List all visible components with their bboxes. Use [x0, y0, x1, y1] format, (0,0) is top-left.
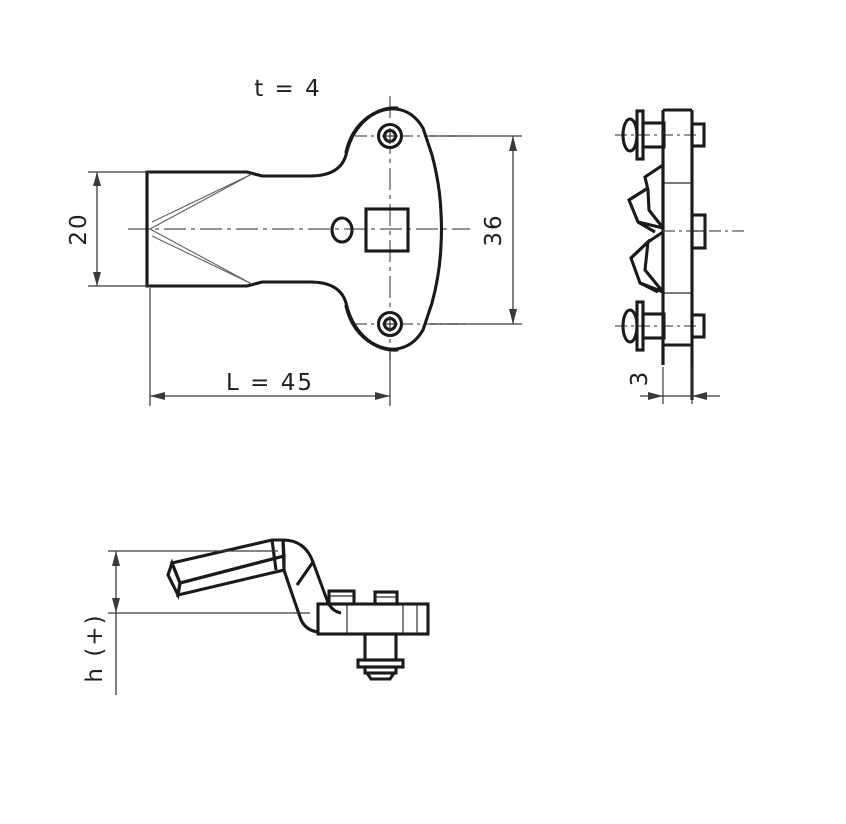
vee-fold-upper-b: [151, 173, 253, 223]
dim36-label: 36: [481, 213, 507, 246]
lever-crank-inner-fold: [295, 561, 315, 586]
vee-fold-upper-a: [149, 174, 251, 230]
stud-tip: [364, 671, 397, 681]
dim20-label: 20: [66, 212, 92, 245]
dim3-arrow-right: [692, 392, 707, 400]
side-wing-lower-edge: [629, 238, 652, 260]
lever-arm-fold-1: [270, 539, 278, 571]
side-wing-upper-edge: [628, 186, 649, 202]
dim36-arrow-bottom: [509, 309, 517, 324]
vee-fold-lower-b: [151, 235, 253, 285]
lower-rivet-nut: [690, 313, 706, 339]
upper-rivet-assembly: [615, 109, 706, 161]
lower-lug-arc: [344, 304, 399, 352]
thickness-label: t = 4: [254, 76, 322, 102]
center-small-hole: [330, 216, 354, 244]
dim20-arrow-top: [93, 172, 101, 186]
side-view-group: 3: [615, 108, 745, 404]
side-wing-lower-tip: [639, 281, 664, 294]
dimension-height-36: 36: [430, 135, 522, 325]
dim45-label: L = 45: [226, 370, 314, 396]
upper-lug-hole: [376, 122, 404, 150]
base-boss-right: [373, 590, 399, 606]
lever-crank-upper: [282, 538, 342, 615]
lower-rivet-head: [621, 308, 639, 344]
dimh-arrow-top: [112, 551, 120, 566]
lower-lug-hole: [376, 310, 404, 338]
base-boss-left: [327, 589, 356, 606]
upper-rivet-shank: [641, 121, 666, 149]
dim3-label: 3: [627, 370, 653, 387]
upper-rivet-head: [621, 117, 639, 153]
dimension-thickness-3: 3: [627, 367, 720, 404]
dim36-arrow-top: [509, 136, 517, 151]
side-wing-upper-inner: [643, 162, 665, 233]
side-wing-upper-tip: [637, 220, 664, 230]
vee-fold-lower-a: [149, 228, 251, 284]
lever-crank-lower: [282, 569, 319, 634]
dimh-arrow-mid: [112, 598, 120, 613]
elevation-view-group: h (+): [82, 538, 430, 695]
lower-rivet-assembly: [615, 300, 706, 352]
middle-boss-assembly: [663, 213, 745, 250]
lower-rivet-shank: [641, 312, 666, 340]
dim20-arrow-bottom: [93, 272, 101, 286]
dim45-arrow-right: [375, 392, 390, 400]
lever-arm-fold-2: [281, 539, 286, 571]
dimension-width-20: 20: [66, 171, 150, 287]
dimh-label: h (+): [82, 613, 108, 682]
plan-view-group: 20 L = 45 36 t = 4: [66, 76, 522, 406]
dimension-offset-h: h (+): [82, 551, 120, 695]
dim3-arrow-left: [648, 392, 663, 400]
side-wing-lower-inner: [643, 229, 665, 297]
upper-rivet-nut: [690, 122, 706, 148]
upper-lug-arc: [344, 106, 399, 154]
center-square-boss: [364, 207, 410, 253]
dim45-arrow-left: [150, 392, 165, 400]
dimension-length-45: L = 45: [149, 288, 391, 406]
